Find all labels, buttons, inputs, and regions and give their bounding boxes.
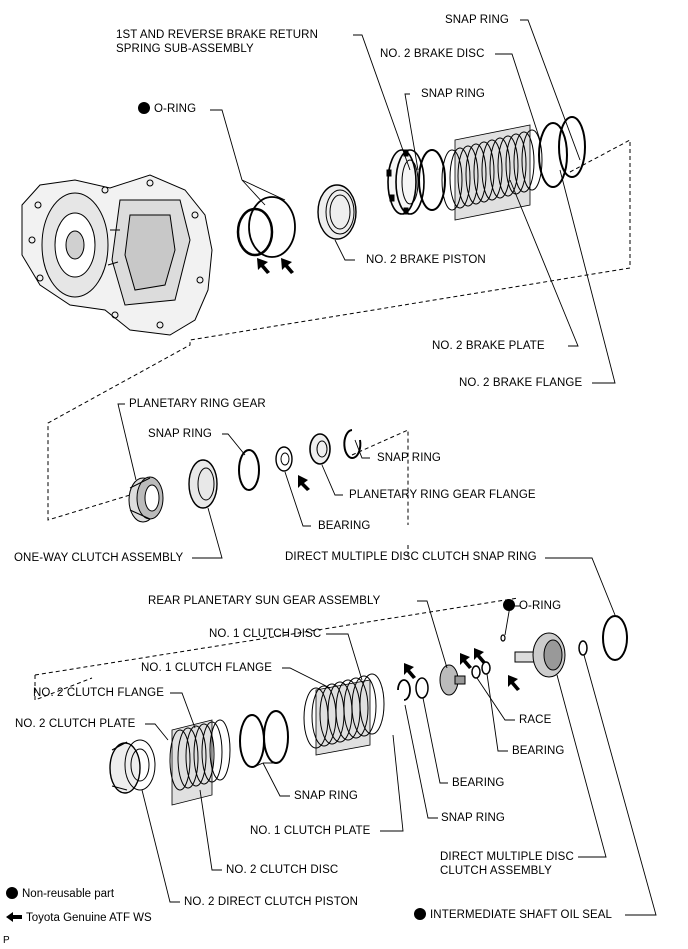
label-planetary-ring-gear: PLANETARY RING GEAR — [129, 398, 266, 410]
atf-arrow-icon — [257, 258, 294, 274]
o-ring-pair-top — [236, 196, 296, 258]
intermediate-shaft-oil-seal-part — [578, 640, 588, 656]
transaxle-housing — [21, 174, 213, 336]
non-reusable-dot-icon — [6, 887, 18, 899]
label-intermediate-shaft-oil-seal: INTERMEDIATE SHAFT OIL SEAL — [414, 908, 612, 922]
one-way-clutch-part — [188, 459, 218, 509]
label-no2-clutch-disc: NO. 2 CLUTCH DISC — [226, 864, 339, 876]
label-no1-clutch-disc: NO. 1 CLUTCH DISC — [209, 628, 322, 640]
label-no2-clutch-flange: NO. 2 CLUTCH FLANGE — [33, 687, 164, 699]
label-no2-brake-disc: NO. 2 BRAKE DISC — [380, 48, 485, 60]
label-snap-ring-low-1: SNAP RING — [294, 790, 358, 802]
label-no2-brake-piston: NO. 2 BRAKE PISTON — [366, 254, 486, 266]
legend-non-reusable-text: Non-reusable part — [22, 888, 115, 900]
label-snap-ring-2: SNAP RING — [421, 88, 485, 100]
snap-ring-mid-right-part — [343, 429, 362, 459]
o-ring-low-part — [500, 634, 506, 642]
figure-code: P — [3, 935, 10, 946]
snap-ring-top-part — [558, 116, 586, 178]
label-no2-direct-clutch-piston: NO. 2 DIRECT CLUTCH PISTON — [184, 896, 359, 908]
non-reusable-dot-icon — [414, 908, 426, 920]
label-snap-ring-mid-right: SNAP RING — [377, 452, 441, 464]
snap-ring-low-pair-a — [239, 714, 265, 768]
o-ring-top-text: O-RING — [154, 103, 197, 115]
label-o-ring-top: O-RING — [138, 102, 196, 116]
rear-planetary-sun-gear-part — [439, 664, 466, 696]
no2-brake-flange-part — [538, 122, 568, 188]
label-brake-return-spring-line1: 1ST AND REVERSE BRAKE RETURN — [116, 29, 318, 41]
label-bearing-low-2: BEARING — [452, 777, 505, 789]
label-bearing-low-1: BEARING — [512, 745, 565, 757]
bearing-mid-part — [275, 446, 293, 472]
label-no2-brake-plate: NO. 2 BRAKE PLATE — [432, 340, 545, 352]
non-reusable-dot-icon — [138, 102, 150, 114]
non-reusable-dot-icon — [503, 599, 515, 611]
atf-arrow-icon — [404, 648, 520, 691]
label-snap-ring-top: SNAP RING — [445, 14, 509, 26]
snap-ring-2-part — [418, 149, 446, 211]
snap-ring-low-2-part — [397, 679, 411, 701]
legend-atf-text: Toyota Genuine ATF WS — [26, 912, 152, 924]
atf-arrow-icon — [298, 475, 310, 491]
label-o-ring-low: O-RING — [503, 599, 561, 613]
label-no2-brake-flange: NO. 2 BRAKE FLANGE — [459, 377, 583, 389]
dashed-guide-lines — [34, 139, 631, 701]
label-no1-clutch-flange: NO. 1 CLUTCH FLANGE — [141, 662, 272, 674]
label-bearing-mid: BEARING — [318, 520, 371, 532]
label-brake-return-spring-line2: SPRING SUB-ASSEMBLY — [116, 43, 254, 55]
legend-non-reusable: Non-reusable part — [6, 887, 114, 901]
no2-direct-clutch-piston-part — [109, 739, 156, 794]
planetary-ring-gear-part — [128, 476, 164, 523]
label-rear-planetary-sun-gear: REAR PLANETARY SUN GEAR ASSEMBLY — [148, 595, 381, 607]
atf-arrow-icon — [6, 912, 22, 922]
bearing-low-2-part — [415, 677, 429, 699]
no2-brake-pack — [441, 124, 543, 221]
label-snap-ring-low-2: SNAP RING — [441, 812, 505, 824]
snap-ring-low-pair-b — [263, 710, 289, 764]
direct-clutch-assembly-part — [514, 632, 566, 678]
label-race: RACE — [519, 714, 552, 726]
label-no2-clutch-plate: NO. 2 CLUTCH PLATE — [15, 718, 136, 730]
label-planetary-ring-gear-flange: PLANETARY RING GEAR FLANGE — [349, 489, 536, 501]
direct-clutch-snap-ring-part — [602, 615, 628, 661]
intermediate-shaft-oil-seal-text: INTERMEDIATE SHAFT OIL SEAL — [430, 909, 613, 921]
label-no1-clutch-plate: NO. 1 CLUTCH PLATE — [250, 825, 371, 837]
label-snap-ring-mid-left: SNAP RING — [148, 428, 212, 440]
label-direct-clutch-assembly-line2: CLUTCH ASSEMBLY — [440, 865, 552, 877]
snap-ring-mid-left-part — [238, 449, 260, 491]
label-one-way-clutch: ONE-WAY CLUTCH ASSEMBLY — [14, 552, 184, 564]
race-part — [471, 665, 481, 679]
o-ring-low-text: O-RING — [519, 600, 562, 612]
no1-clutch-pack — [303, 673, 385, 756]
no2-brake-piston — [317, 184, 357, 240]
label-direct-clutch-snap-ring: DIRECT MULTIPLE DISC CLUTCH SNAP RING — [285, 551, 537, 563]
label-direct-clutch-assembly-line1: DIRECT MULTIPLE DISC — [440, 851, 574, 863]
no2-clutch-pack — [169, 719, 231, 806]
legend-atf: Toyota Genuine ATF WS — [6, 911, 152, 925]
planetary-ring-gear-flange-part — [309, 433, 331, 465]
